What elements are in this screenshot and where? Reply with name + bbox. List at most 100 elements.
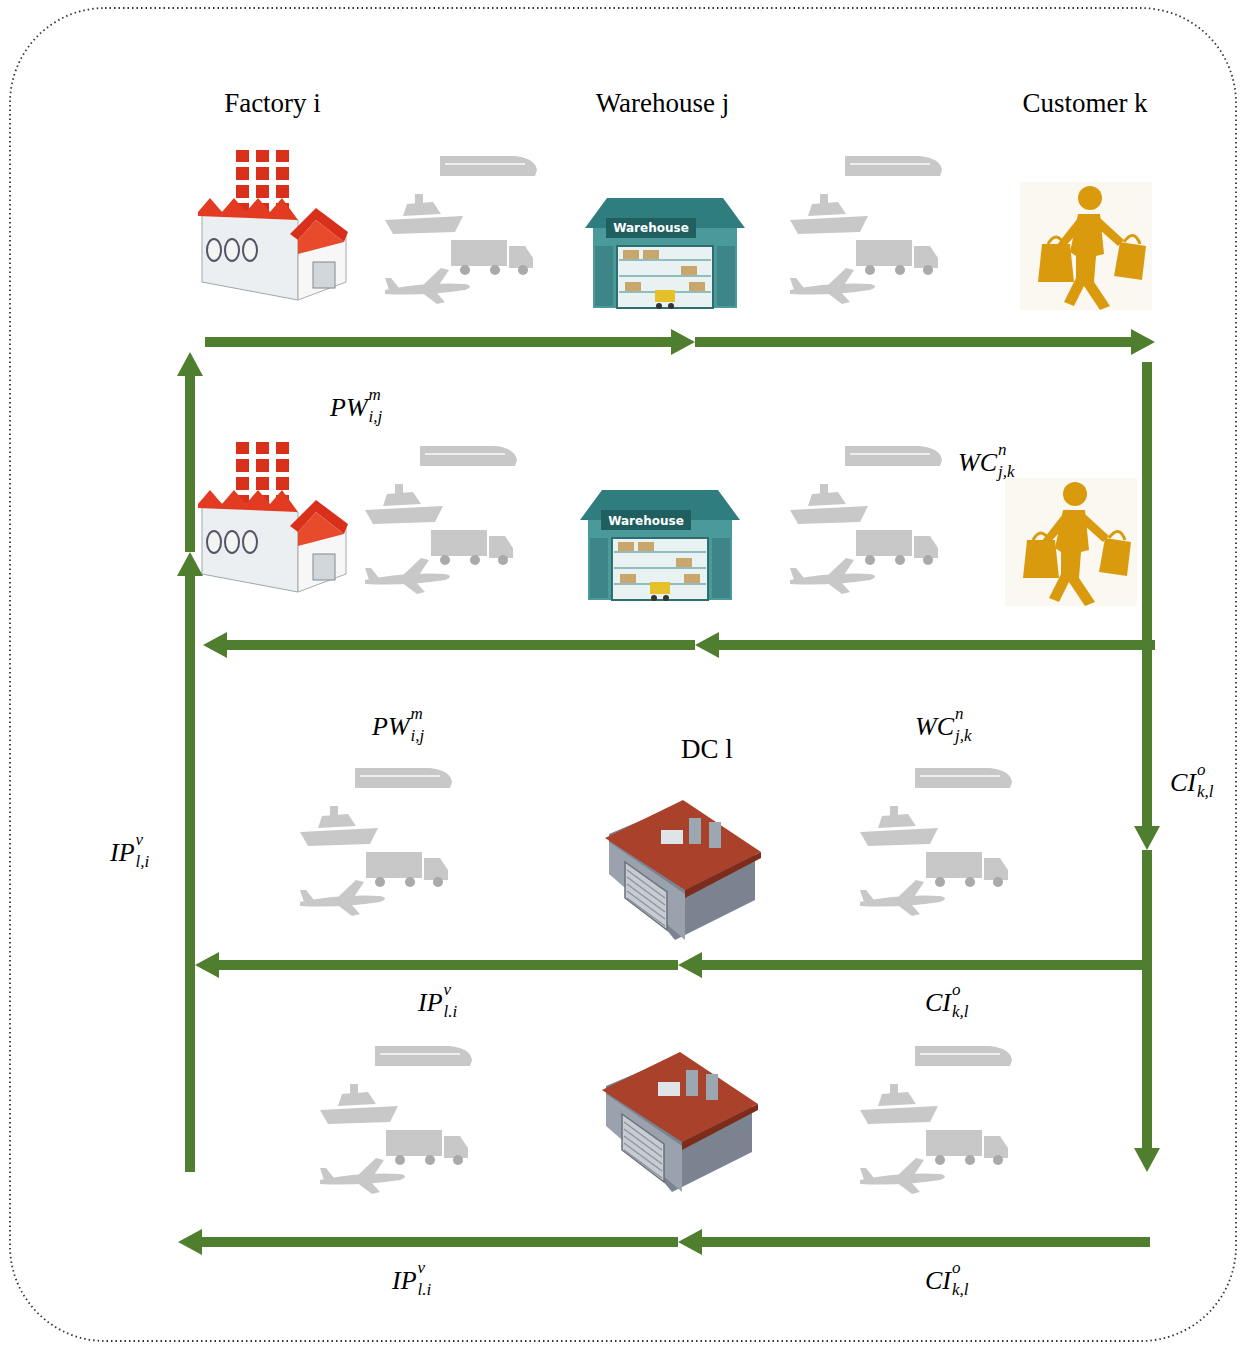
variable-subscript: j,k	[955, 727, 972, 744]
transport-icons	[365, 446, 517, 594]
transport-icons	[860, 768, 1012, 916]
flow-arrow-head	[1134, 1148, 1160, 1172]
transport-icons	[385, 156, 537, 304]
flow-arrow-head	[178, 1229, 202, 1255]
transport-icons	[300, 768, 452, 916]
variable-subscript: j,k	[998, 463, 1015, 480]
connector	[695, 329, 1155, 355]
flow-arrow-line	[719, 640, 1155, 650]
warehouse-node: Warehouse j Warehouse	[575, 88, 750, 342]
variable-superscript: v	[136, 831, 144, 848]
factory-icon	[198, 150, 348, 300]
flow-variable: PW	[330, 395, 368, 421]
connector	[205, 329, 695, 355]
flow-arrow	[195, 952, 678, 978]
flow-arrow	[678, 952, 1142, 978]
flow-arrow-line	[227, 640, 695, 650]
flow-arrow-line	[702, 960, 1142, 970]
connectors	[205, 329, 1155, 355]
variable-superscript: o	[1197, 761, 1206, 778]
factory-icon	[198, 442, 348, 592]
variable-superscript: m	[369, 386, 381, 403]
variable-superscript: v	[418, 1259, 426, 1276]
node-heading: Customer k	[1005, 88, 1165, 119]
flow-arrow-head	[195, 952, 219, 978]
transport-icons	[790, 446, 942, 594]
customer-icon	[1005, 478, 1137, 606]
variable-superscript: n	[955, 705, 964, 722]
variable-superscript: v	[444, 981, 452, 998]
warehouse-sign-text: Warehouse	[606, 218, 696, 238]
variable-subscript: i,j	[369, 408, 383, 425]
warehouse-icon	[580, 490, 740, 601]
warehouse-icon	[585, 198, 745, 309]
flow-connector	[205, 329, 695, 355]
connector-line	[695, 337, 1131, 347]
flow-arrow-line	[185, 376, 195, 552]
flow-arrow-line	[1142, 850, 1152, 1148]
flow-arrow-head	[177, 352, 203, 376]
node-heading: DC l	[612, 734, 802, 765]
flow-variable: IP	[392, 1268, 417, 1294]
flow-variable: CI	[925, 990, 951, 1016]
flow-arrow-head	[678, 952, 702, 978]
factory-node: Factory i	[195, 88, 350, 342]
variable-subscript: k,l	[952, 1281, 969, 1298]
flow-arrow	[203, 632, 695, 658]
flow-arrow-head	[177, 552, 203, 576]
flow-arrows	[177, 352, 1160, 1255]
connector-line	[205, 337, 671, 347]
variable-superscript: m	[411, 705, 423, 722]
variable-subscript: i,j	[411, 727, 425, 744]
flow-arrow	[1134, 362, 1160, 850]
connector-head	[671, 329, 695, 355]
flow-arrow-head	[1134, 826, 1160, 850]
flow-arrow-head	[203, 632, 227, 658]
flow-arrow	[695, 632, 1155, 658]
flow-variable: WC	[915, 714, 954, 740]
variable-superscript: o	[952, 1259, 961, 1276]
node-heading: Warehouse j	[575, 88, 750, 119]
dc-icon	[602, 1052, 758, 1192]
flow-connector	[695, 329, 1155, 355]
variable-subscript: l.i	[418, 1281, 432, 1298]
flow-arrow	[177, 352, 203, 552]
customer-icon	[1020, 182, 1152, 310]
variable-subscript: k,l	[1197, 783, 1214, 800]
flow-variable: WC	[958, 450, 997, 476]
customer-node: Customer k	[1005, 88, 1165, 342]
warehouse-sign-text: Warehouse	[601, 511, 691, 531]
transport-icons	[320, 1046, 472, 1194]
flow-arrow-line	[1142, 362, 1152, 826]
transport-icons	[790, 156, 942, 304]
node-heading: Factory i	[195, 88, 350, 119]
dc-icon	[605, 800, 761, 940]
flow-arrow-head	[695, 632, 719, 658]
flow-arrow-line	[202, 1237, 678, 1247]
flow-variable: CI	[925, 1268, 951, 1294]
variable-superscript: n	[998, 441, 1007, 458]
flow-variable: PW	[372, 714, 410, 740]
connector-head	[1131, 329, 1155, 355]
flow-arrow	[178, 1229, 678, 1255]
dotted-frame	[10, 8, 1236, 1341]
flow-arrow-line	[185, 576, 195, 1172]
variable-subscript: l,i	[136, 853, 150, 870]
icons	[198, 150, 1152, 1194]
flow-arrow	[177, 552, 203, 1172]
flow-arrow-line	[702, 1237, 1150, 1247]
variable-subscript: k,l	[952, 1003, 969, 1020]
flow-arrow-head	[678, 1229, 702, 1255]
variable-superscript: o	[952, 981, 961, 998]
flow-variable: IP	[110, 840, 135, 866]
dc-node: DC l	[612, 734, 802, 944]
flow-arrow	[1134, 850, 1160, 1172]
variable-subscript: l.i	[444, 1003, 458, 1020]
flow-variable: CI	[1170, 770, 1196, 796]
flow-arrow-line	[219, 960, 678, 970]
flow-arrow	[678, 1229, 1150, 1255]
flow-variable: IP	[418, 990, 443, 1016]
